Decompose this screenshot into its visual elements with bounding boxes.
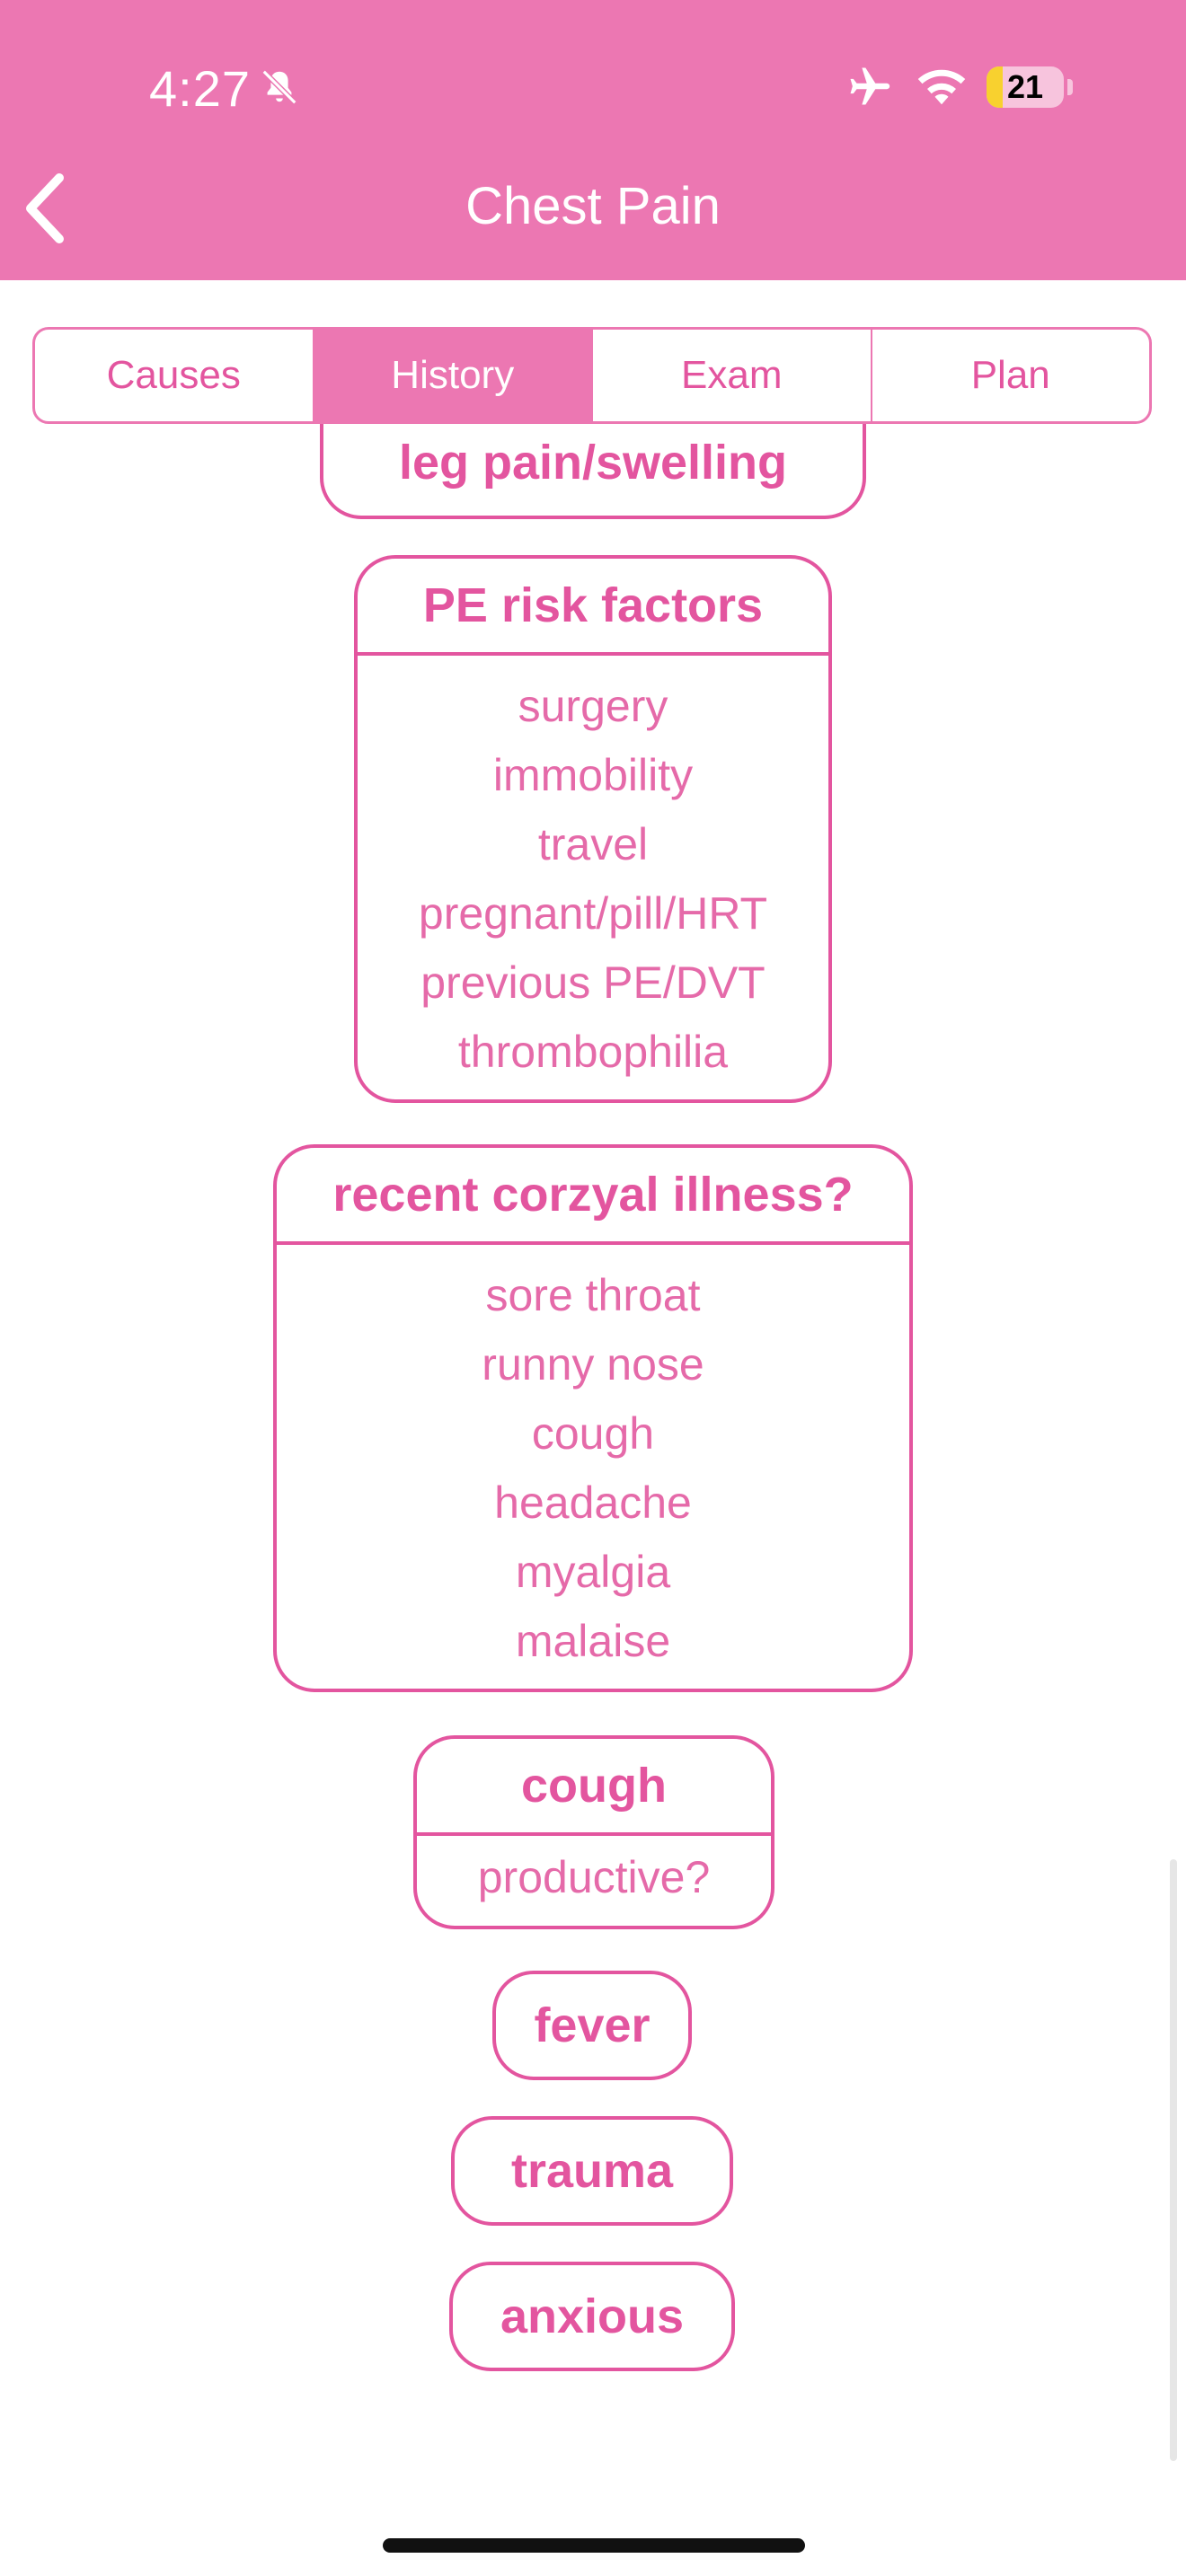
list-item: productive? — [477, 1852, 711, 1902]
card-items: surgery immobility travel pregnant/pill/… — [358, 656, 828, 1087]
segmented-control: Causes History Exam Plan — [32, 327, 1152, 424]
history-card-pe-risk-factors: PE risk factors surgery immobility trave… — [354, 555, 832, 1103]
card-title: cough — [417, 1739, 771, 1836]
list-item: pregnant/pill/HRT — [418, 888, 768, 939]
list-item: sore throat — [485, 1270, 701, 1320]
tab-exam[interactable]: Exam — [593, 330, 872, 421]
card-title: fever — [534, 1998, 651, 2052]
card-title: leg pain/swelling — [398, 436, 788, 490]
list-item: thrombophilia — [457, 1027, 729, 1077]
card-title: trauma — [510, 2144, 674, 2198]
card-title: recent corzyal illness? — [277, 1148, 909, 1245]
scroll-indicator[interactable] — [1170, 1859, 1177, 2461]
history-card-fever: fever — [492, 1971, 692, 2080]
page-title: Chest Pain — [465, 177, 721, 235]
battery-cap — [1067, 79, 1073, 95]
history-card-leg-pain: leg pain/swelling — [320, 424, 866, 519]
list-item: surgery — [518, 681, 668, 731]
battery-icon: 21 — [987, 66, 1064, 108]
card-items: productive? — [417, 1836, 771, 1912]
status-time: 4:27 — [149, 60, 251, 117]
list-item: cough — [531, 1408, 655, 1459]
list-item: travel — [537, 819, 649, 869]
tab-plan[interactable]: Plan — [970, 353, 1050, 397]
list-item: previous PE/DVT — [420, 957, 766, 1008]
card-title: PE risk factors — [358, 559, 828, 656]
list-item: malaise — [515, 1616, 671, 1666]
home-indicator[interactable] — [383, 2538, 805, 2553]
bell-slash-icon — [261, 69, 297, 105]
chevron-left-icon — [26, 173, 64, 243]
card-title: anxious — [500, 2289, 685, 2343]
list-item: headache — [494, 1478, 692, 1528]
list-item: immobility — [492, 750, 694, 800]
airplane-icon — [850, 67, 890, 105]
list-item: runny nose — [482, 1339, 704, 1389]
tab-causes[interactable]: Causes — [35, 330, 314, 421]
card-items: sore throat runny nose cough headache my… — [277, 1245, 909, 1676]
history-content[interactable]: leg pain/swelling PE risk factors surger… — [0, 424, 1186, 2508]
history-card-trauma: trauma — [451, 2116, 733, 2226]
list-item: myalgia — [515, 1547, 671, 1597]
battery-fill — [987, 66, 1004, 108]
wifi-icon — [917, 69, 966, 105]
history-card-anxious: anxious — [449, 2262, 735, 2371]
tab-history[interactable]: History — [314, 330, 593, 421]
back-button[interactable] — [20, 171, 74, 246]
history-card-recent-illness: recent corzyal illness? sore throat runn… — [273, 1144, 913, 1692]
battery-level: 21 — [1006, 68, 1044, 105]
history-card-cough: cough productive? — [413, 1735, 774, 1929]
navigation-header: 4:27 21 Chest Pain — [0, 0, 1186, 280]
